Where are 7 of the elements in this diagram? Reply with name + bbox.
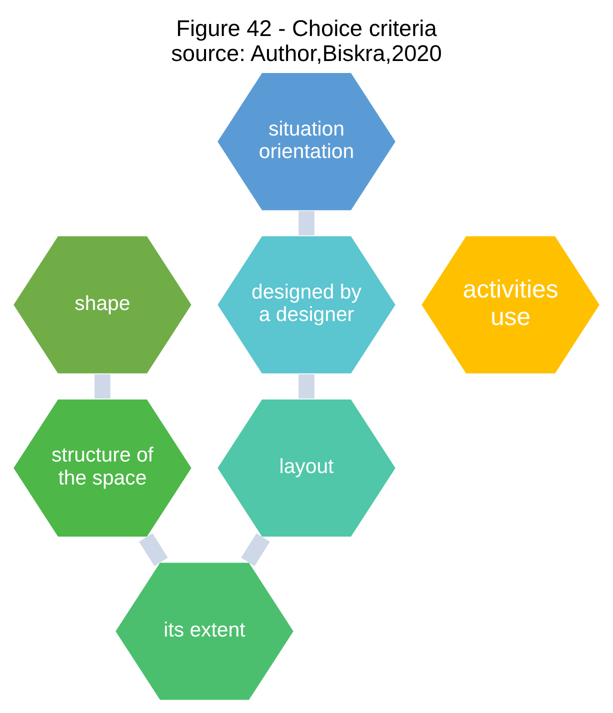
- connector: [298, 374, 314, 398]
- connector: [139, 532, 168, 566]
- connector: [241, 532, 270, 566]
- connector: [94, 374, 110, 398]
- caption: source: Author,Biskra,2020: [171, 40, 442, 66]
- connector: [298, 210, 314, 235]
- diagram-title: Figure 42 - Choice criteria: [176, 14, 437, 41]
